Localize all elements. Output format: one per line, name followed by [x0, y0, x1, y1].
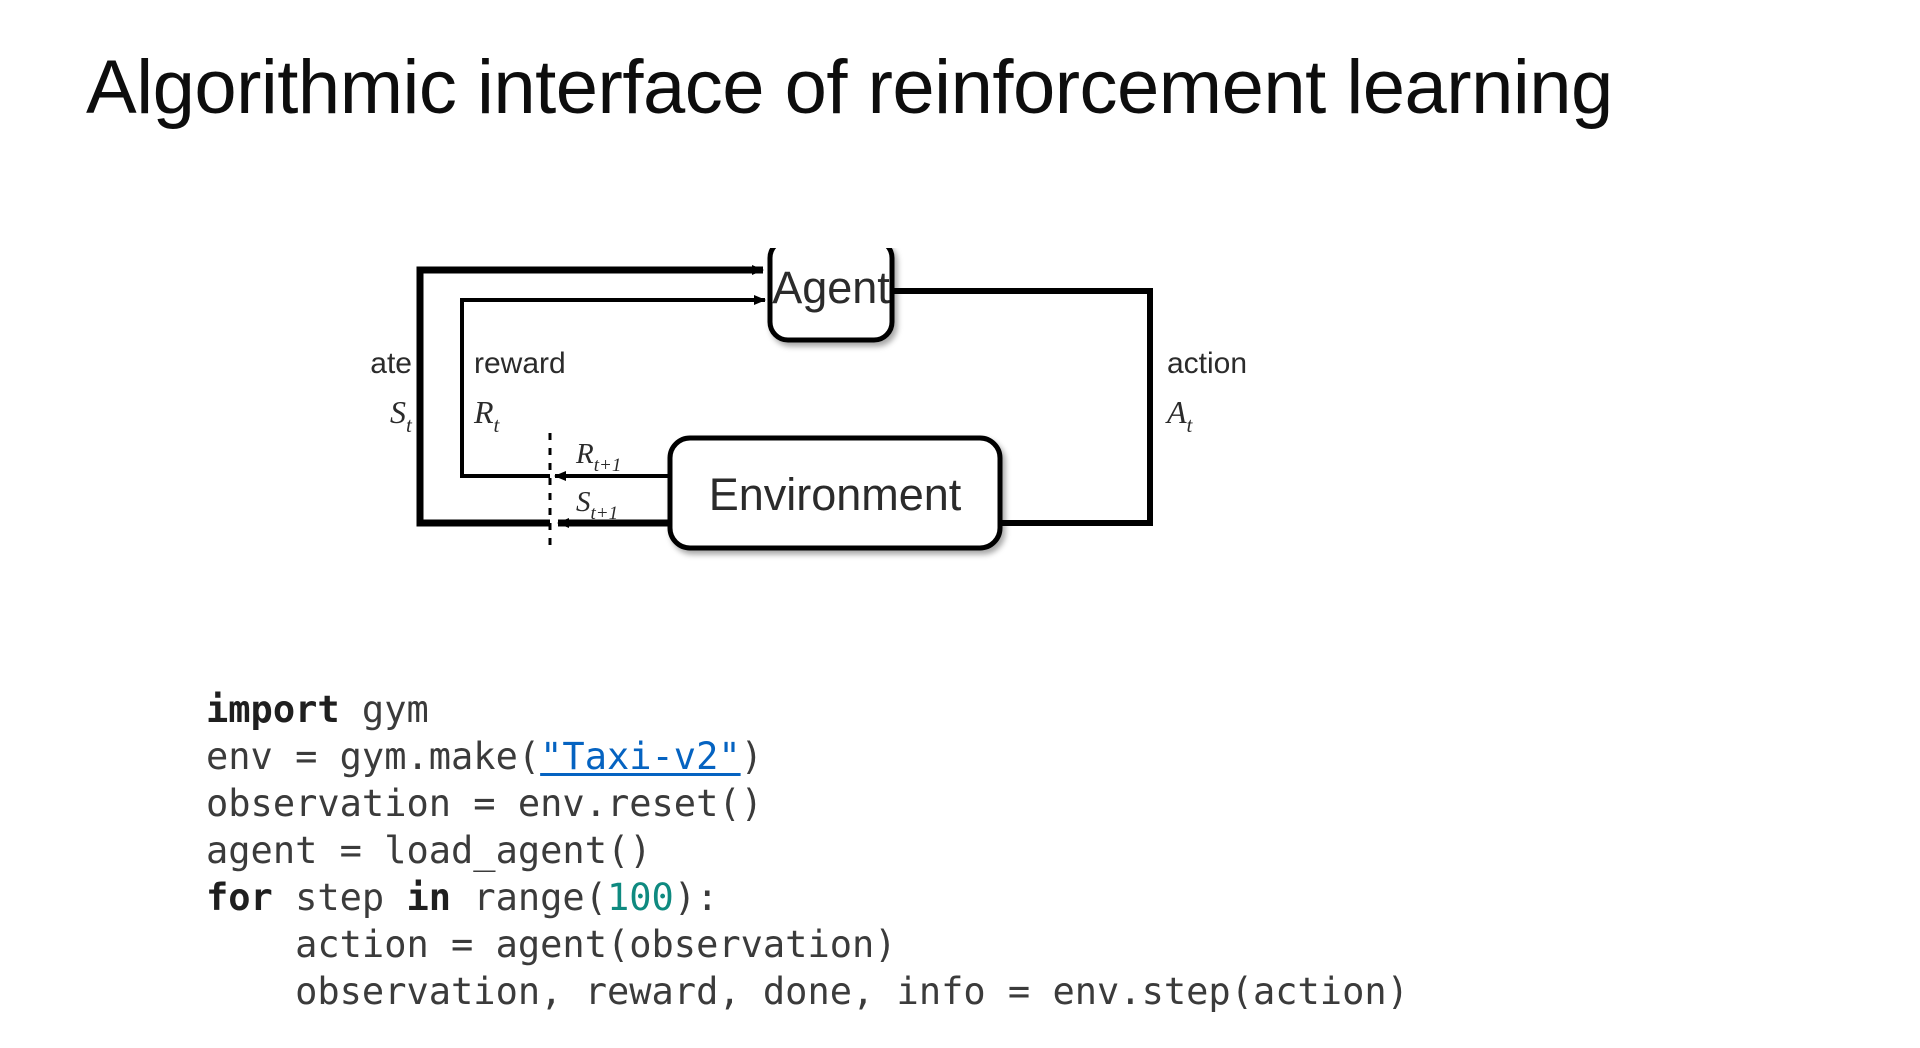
label-next-reward-symbol: R: [575, 438, 594, 470]
label-state-symbol: S: [390, 394, 406, 430]
node-environment-label: Environment: [709, 469, 962, 520]
label-next-reward: Rt+1: [575, 438, 621, 476]
label-action-subscript: t: [1187, 413, 1194, 437]
code-number: 100: [606, 876, 674, 919]
label-state-word: state: [370, 347, 412, 380]
label-next-state-subscript: t+1: [591, 503, 619, 524]
code-link-taxi-v2[interactable]: "Taxi-v2": [540, 735, 741, 778]
label-next-reward-subscript: t+1: [594, 455, 622, 476]
node-environment: Environment: [667, 435, 1003, 551]
svg-text:Rt: Rt: [473, 394, 501, 437]
label-state: state St: [370, 347, 413, 437]
code-text: observation, reward, done, info = env.st…: [206, 970, 1409, 1013]
code-text: ): [740, 735, 763, 778]
svg-text:At: At: [1165, 394, 1194, 437]
label-reward-symbol: R: [473, 394, 494, 430]
code-text: observation = env.reset(): [206, 782, 763, 825]
code-text: agent = load_agent(): [206, 829, 652, 872]
code-line: agent = load_agent(): [206, 827, 1409, 874]
svg-text:St: St: [390, 394, 413, 437]
label-action-word: action: [1167, 347, 1247, 380]
code-line: action = agent(observation): [206, 921, 1409, 968]
code-text: step: [272, 876, 407, 919]
code-text: action = agent(observation): [206, 923, 897, 966]
label-state-subscript: t: [406, 413, 413, 437]
code-text: range(: [451, 876, 607, 919]
reward-edge: [460, 295, 766, 478]
node-agent: Agent: [767, 248, 895, 343]
page-title: Algorithmic interface of reinforcement l…: [86, 45, 1613, 130]
code-keyword: in: [406, 876, 452, 919]
code-text: ):: [673, 876, 719, 919]
state-edge: [416, 265, 764, 527]
code-line: observation, reward, done, info = env.st…: [206, 968, 1409, 1015]
label-next-state-symbol: S: [576, 486, 591, 518]
label-reward-word: reward: [474, 347, 566, 380]
node-agent-label: Agent: [772, 262, 890, 313]
rl-loop-diagram: Agent Environment state St reward Rt Rt+…: [370, 248, 1400, 628]
code-keyword: import: [206, 688, 340, 731]
code-line: for step in range(100):: [206, 874, 1409, 921]
label-reward: reward Rt: [473, 347, 566, 437]
code-line: import gym: [206, 686, 1409, 733]
code-text: gym: [339, 688, 429, 731]
code-text: env = gym.make(: [206, 735, 541, 778]
label-action-symbol: A: [1165, 394, 1187, 430]
label-reward-subscript: t: [494, 413, 501, 437]
code-line: env = gym.make("Taxi-v2"): [206, 733, 1409, 780]
label-action: action At: [1165, 347, 1247, 437]
code-line: observation = env.reset(): [206, 780, 1409, 827]
code-keyword: for: [206, 876, 273, 919]
label-next-state: St+1: [576, 486, 618, 524]
